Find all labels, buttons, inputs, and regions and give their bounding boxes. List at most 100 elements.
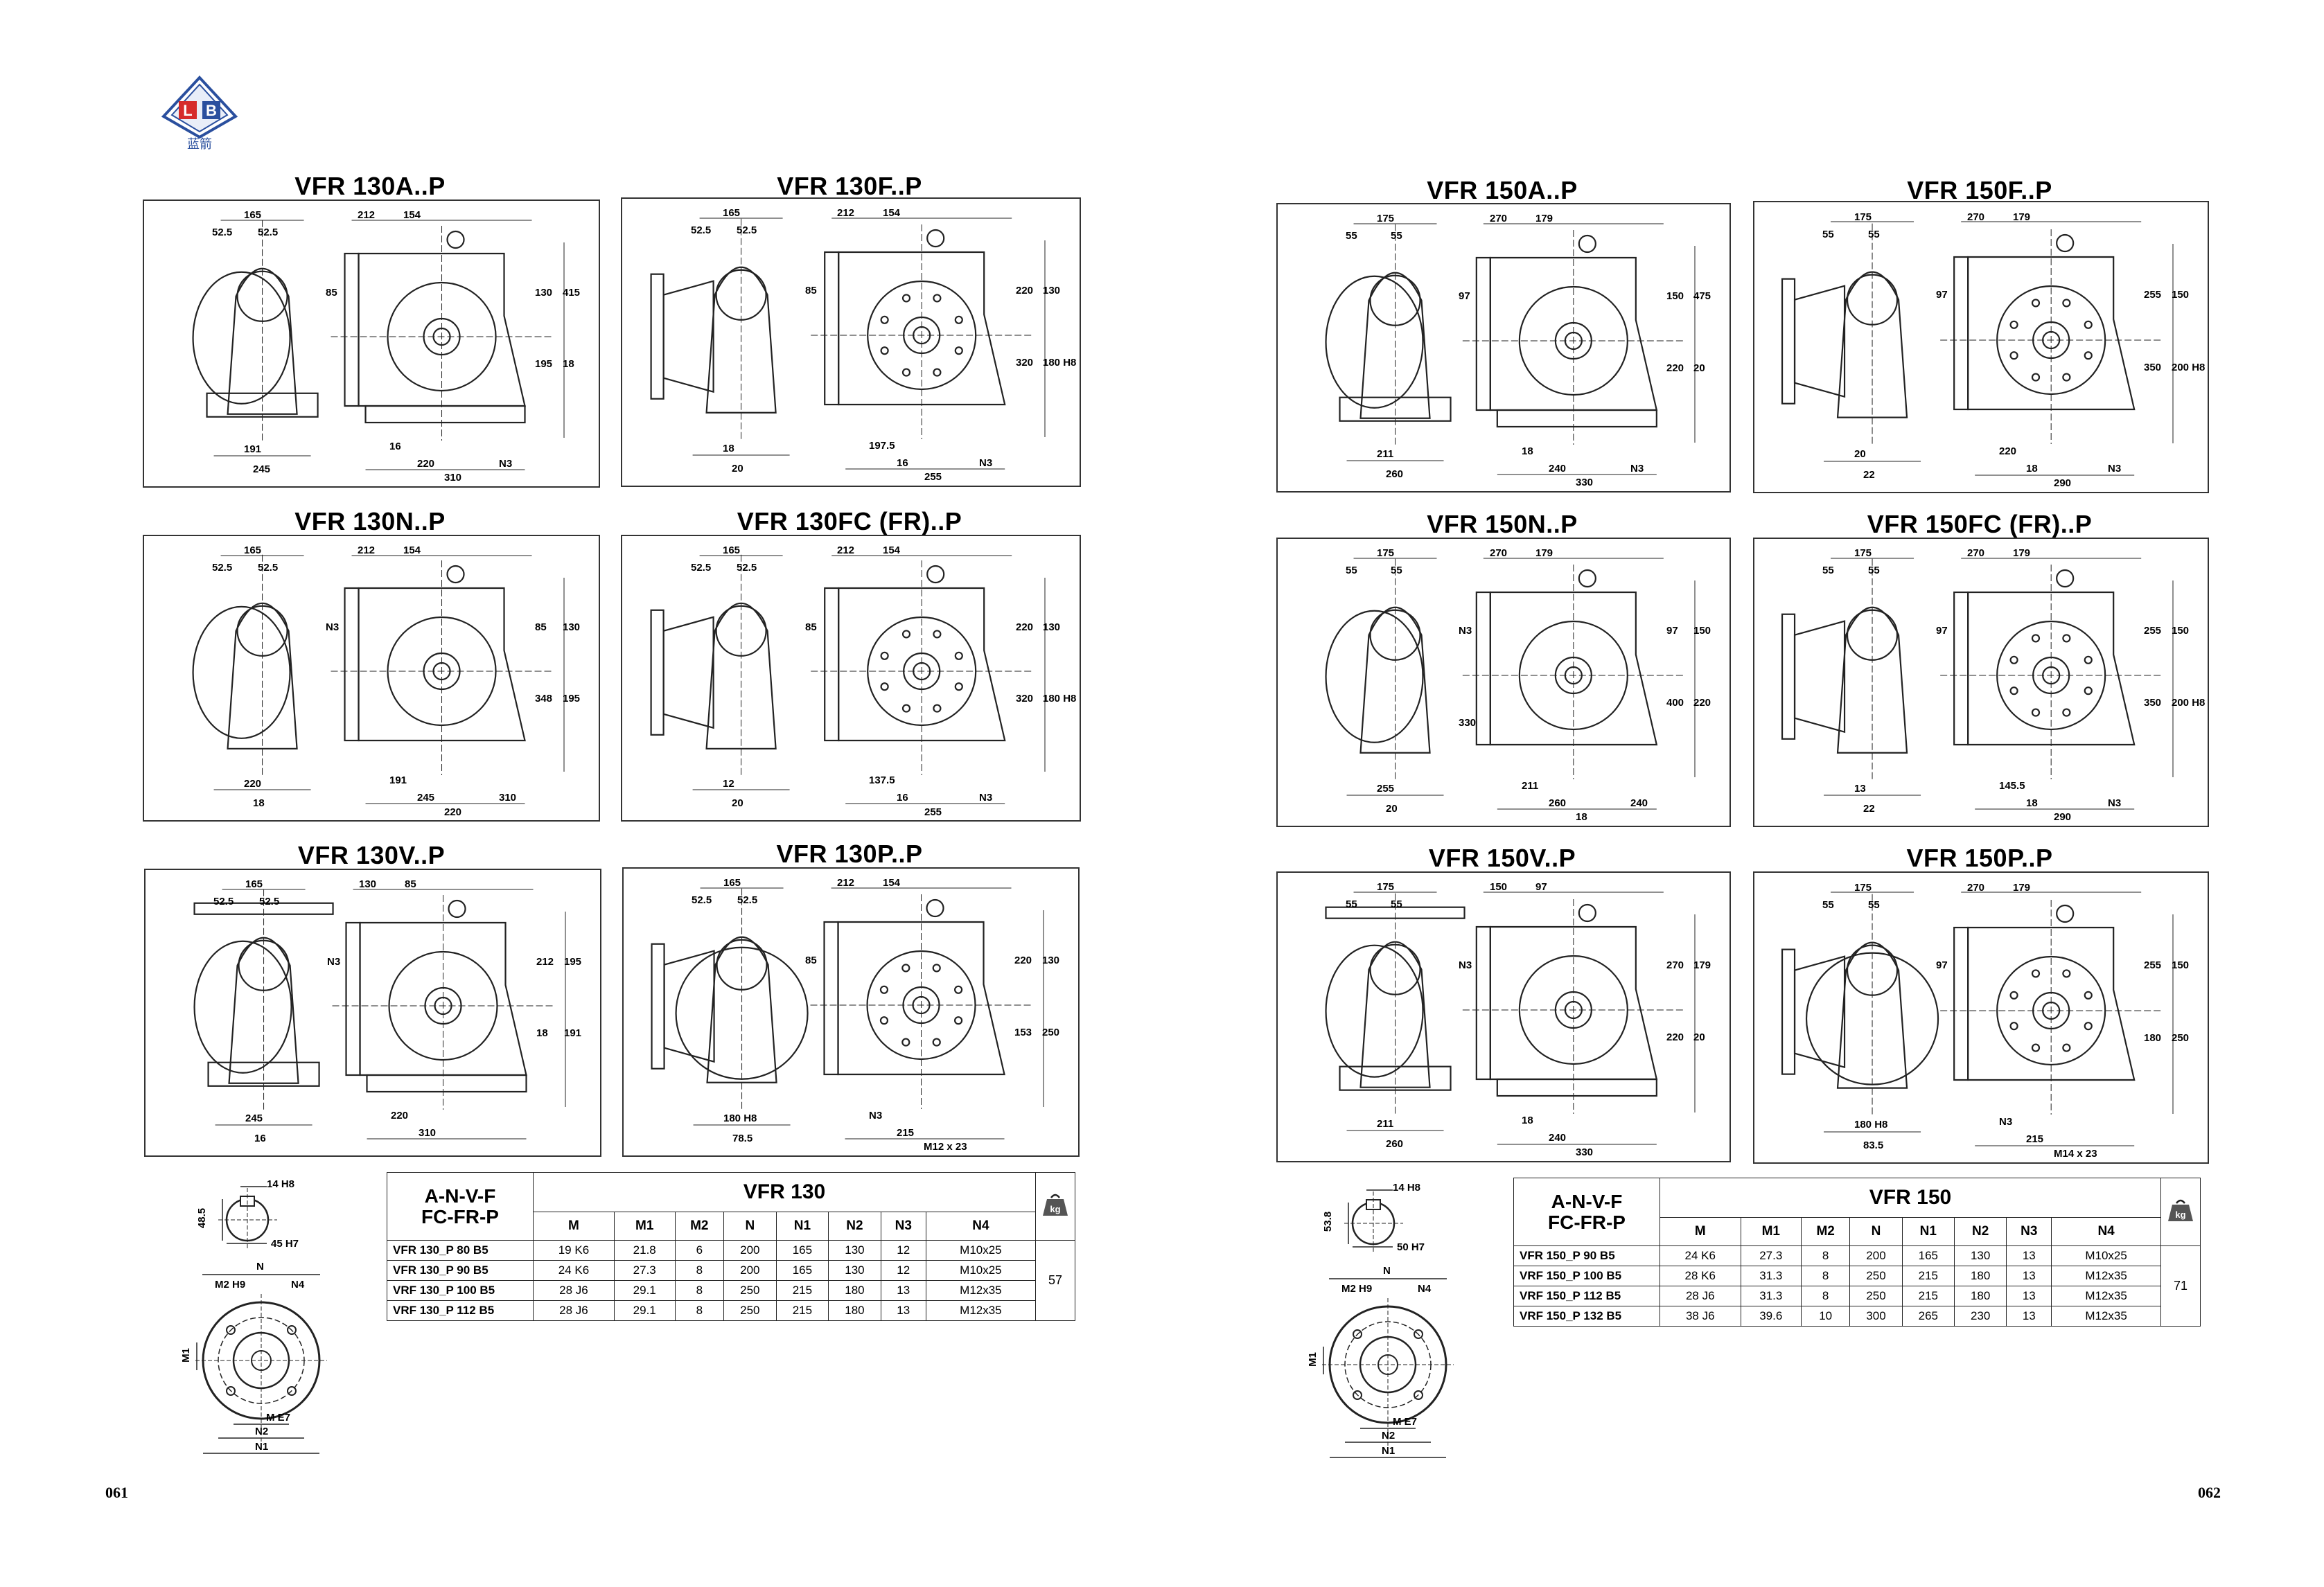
table-cell: 230	[1953, 1306, 2007, 1327]
dimension-label: 220	[417, 458, 435, 470]
column-header: M2	[1800, 1217, 1851, 1246]
reducer-drawing	[651, 887, 1044, 1140]
dimension-label: 16	[389, 441, 401, 452]
table-cell: 300	[1849, 1306, 1903, 1327]
table-cell: 28 J6	[533, 1280, 615, 1301]
table-cell: 13	[880, 1280, 926, 1301]
dimension-label: 165	[244, 544, 262, 556]
table-cell: 180	[828, 1300, 881, 1321]
dimension-label: 175	[1377, 213, 1395, 224]
dimension-label: 250	[2172, 1032, 2190, 1044]
panel-title: VFR 150F..P	[1907, 176, 2052, 204]
shaft-height-label: 53.8	[1322, 1211, 1335, 1232]
dimension-label: 310	[444, 472, 462, 484]
table-cell: 28 K6	[1660, 1266, 1741, 1286]
dimension-label: 330	[1576, 477, 1594, 488]
dimension-label: 18	[253, 797, 265, 809]
reducer-drawing	[1325, 558, 1696, 810]
dimension-label: 220	[1999, 445, 2017, 457]
dimension-label: 16	[897, 792, 908, 804]
shaft-bore-label: 50 H7	[1397, 1241, 1425, 1253]
shaft-detail-left: 14 H8 48.5 45 H7	[196, 1174, 329, 1257]
dimension-label: 97	[1535, 881, 1547, 893]
dimension-label: 310	[499, 792, 517, 804]
column-header: N1	[775, 1212, 829, 1241]
dimension-label: 320	[1016, 357, 1034, 369]
dimension-label: 130	[535, 287, 553, 299]
dimension-label: 130	[563, 621, 581, 633]
dimension-label: 55	[1868, 565, 1880, 576]
dimension-label: 270	[1967, 547, 1985, 559]
table-cell: 27.3	[613, 1260, 676, 1281]
dimension-label: 180	[2144, 1032, 2162, 1044]
dimension-label: 195	[563, 693, 581, 704]
flange-n-label: N	[256, 1261, 264, 1273]
column-header: N4	[2051, 1217, 2161, 1246]
panel-title: VFR 130P..P	[776, 840, 923, 868]
table-cell: 180	[828, 1280, 881, 1301]
dimension-label: 18	[1522, 445, 1533, 457]
dimension-label: 20	[732, 463, 743, 475]
dimension-label: 240	[1549, 1132, 1567, 1144]
weight-icon: kg	[2168, 1199, 2193, 1221]
reducer-drawing	[1781, 221, 2174, 476]
svg-text:kg: kg	[1050, 1204, 1060, 1214]
dimension-label: 175	[1377, 881, 1395, 893]
dimension-label: 179	[1693, 959, 1711, 971]
dimension-label: 255	[1377, 783, 1395, 795]
table-cell: 130	[828, 1260, 881, 1281]
table-cell: 13	[2006, 1266, 2052, 1286]
table-cell: 10	[1800, 1306, 1851, 1327]
table-cell: 8	[1800, 1286, 1851, 1306]
table-cell: 200	[1849, 1245, 1903, 1266]
dimension-label: 130	[1043, 285, 1061, 296]
dimension-label: 150	[1693, 625, 1711, 637]
dimension-label: 154	[883, 877, 901, 889]
dimension-label: 220	[391, 1110, 409, 1121]
dimension-label: M12 x 23	[924, 1141, 967, 1153]
dimension-label: 255	[2144, 959, 2162, 971]
table-cell: 24 K6	[533, 1260, 615, 1281]
table-cell: 8	[674, 1300, 725, 1321]
table-cell: 165	[775, 1260, 829, 1281]
dimension-label: 220	[1666, 362, 1684, 374]
svg-text:kg: kg	[2175, 1209, 2185, 1220]
panel-title: VFR 130A..P	[294, 172, 446, 200]
table-cell: 21.8	[613, 1240, 676, 1261]
dimension-label: 20	[1693, 362, 1705, 374]
dimension-label: 55	[1391, 898, 1402, 910]
dimension-label: 52.5	[692, 894, 712, 906]
dimension-label: N3	[1459, 625, 1472, 637]
dimension-label: 197.5	[869, 440, 895, 452]
table-cell: 13	[2006, 1286, 2052, 1306]
dimension-label: 154	[883, 207, 901, 219]
dimension-label: 179	[2013, 211, 2031, 223]
dimension-label: 255	[924, 806, 942, 818]
dimension-label: 150	[1666, 290, 1684, 302]
reducer-drawing	[192, 554, 565, 804]
flange-n1-label: N1	[255, 1441, 269, 1453]
column-header: N4	[925, 1212, 1037, 1241]
reducer-drawing	[193, 889, 566, 1140]
dimension-label: 200 H8	[2172, 362, 2206, 373]
table-cell: 215	[1901, 1266, 1955, 1286]
row-model-label: VRF 130_P 100 B5	[387, 1280, 534, 1301]
dimension-label: 191	[244, 443, 262, 455]
table-cell: 215	[1901, 1286, 1955, 1306]
table-cell: M12x35	[2051, 1266, 2161, 1286]
dimension-label: 55	[1868, 899, 1880, 911]
table-cell: M12x35	[925, 1280, 1037, 1301]
column-header: M	[533, 1212, 615, 1241]
dimension-label: 220	[1693, 697, 1711, 709]
table-cell: 250	[723, 1280, 777, 1301]
dimension-label: 180 H8	[1043, 357, 1077, 369]
dimension-label: 270	[1490, 547, 1508, 559]
dimension-label: N3	[2108, 797, 2122, 809]
dimension-label: 220	[444, 806, 462, 818]
